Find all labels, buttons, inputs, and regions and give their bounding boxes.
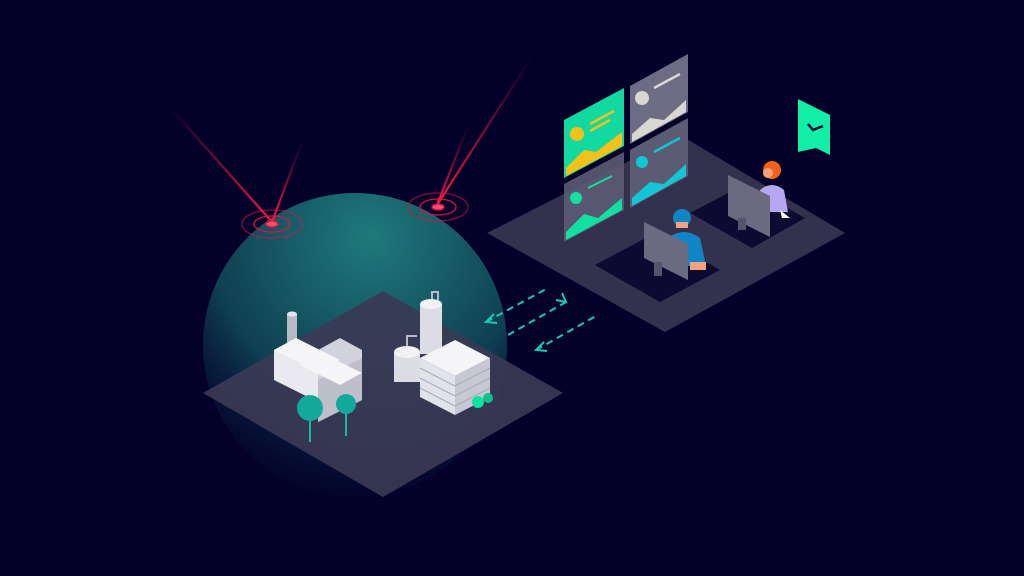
laser-beams: [167, 54, 534, 223]
computer-monitor: [728, 175, 770, 237]
tree: [297, 394, 356, 442]
dashboard-screen-gray: [630, 54, 688, 144]
factory-building: [274, 311, 362, 422]
dashboard-screen-green: [564, 152, 624, 242]
server-stack: [419, 340, 493, 415]
dashboard-screen-yellow: [564, 88, 624, 178]
impact-rings: [241, 192, 469, 239]
data-transfer-arrows: [483, 288, 597, 352]
dashboard-screens: [564, 54, 688, 242]
storage-tanks: [394, 291, 442, 382]
computer-monitor: [644, 222, 688, 280]
dashboard-screen-cyan: [630, 118, 688, 208]
checkmark-flag-icon: [798, 99, 830, 155]
